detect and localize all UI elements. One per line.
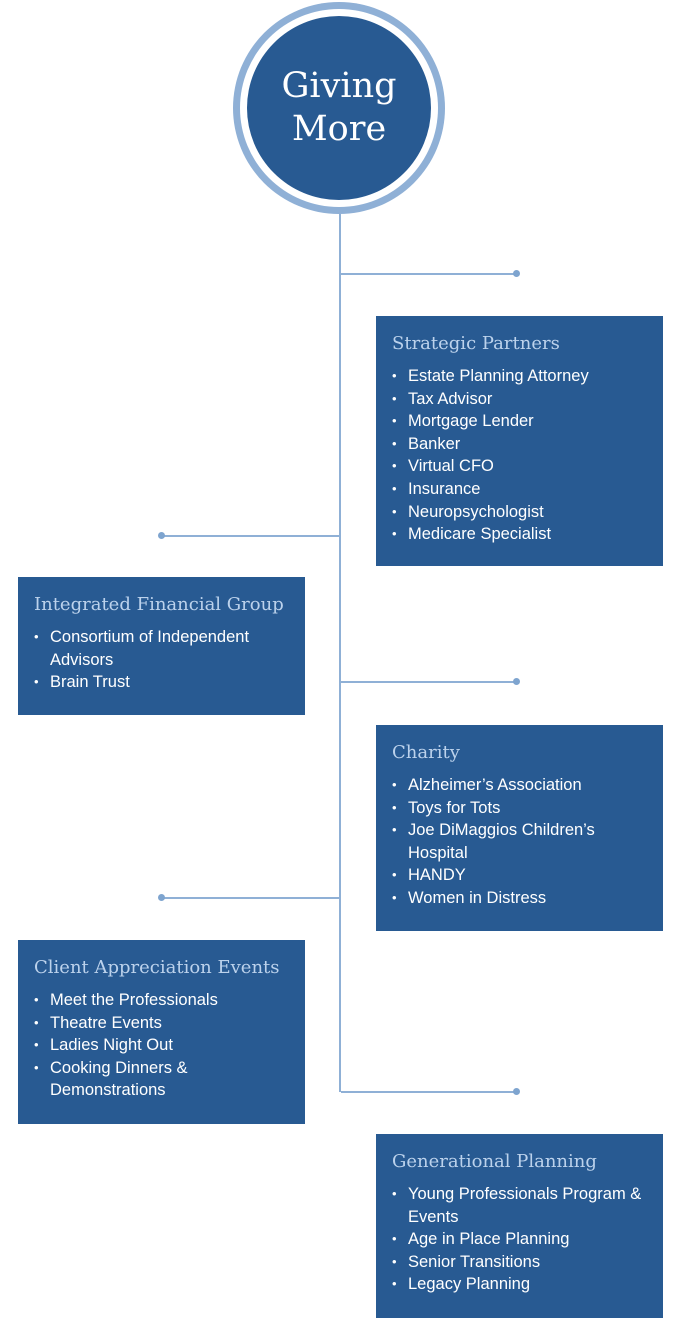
list-item: Joe DiMaggios Children’s Hospital	[392, 819, 649, 864]
connector-client-appreciation-events	[162, 897, 339, 899]
list-item: Estate Planning Attorney	[392, 365, 649, 388]
list-item: Virtual CFO	[392, 455, 649, 478]
connector-dot-strategic-partners	[513, 270, 520, 277]
box-title: Strategic Partners	[392, 333, 560, 354]
box-client-appreciation-events: Client Appreciation Events Meet the Prof…	[18, 940, 305, 1124]
item-list: Consortium of Independent Advisors Brain…	[34, 626, 291, 694]
box-charity: Charity Alzheimer’s Association Toys for…	[376, 725, 663, 931]
list-item: Age in Place Planning	[392, 1228, 649, 1251]
box-generational-planning: Generational Planning Young Professional…	[376, 1134, 663, 1318]
box-title: Charity	[392, 742, 460, 763]
box-title: Integrated Financial Group	[34, 594, 284, 615]
list-item: Women in Distress	[392, 887, 649, 910]
box-integrated-financial-group: Integrated Financial Group Consortium of…	[18, 577, 305, 715]
trunk-line	[339, 214, 341, 1092]
box-title: Generational Planning	[392, 1151, 597, 1172]
item-list: Alzheimer’s Association Toys for Tots Jo…	[392, 774, 649, 910]
box-title: Client Appreciation Events	[34, 957, 280, 978]
list-item: Tax Advisor	[392, 388, 649, 411]
list-item: Cooking Dinners & Demonstrations	[34, 1057, 291, 1102]
list-item: Banker	[392, 433, 649, 456]
connector-dot-generational-planning	[513, 1088, 520, 1095]
list-item: Theatre Events	[34, 1012, 291, 1035]
connector-dot-integrated-financial-group	[158, 532, 165, 539]
hub-circle: Giving More	[247, 16, 431, 200]
connector-dot-client-appreciation-events	[158, 894, 165, 901]
hub-title: Giving More	[281, 66, 397, 149]
list-item: Neuropsychologist	[392, 501, 649, 524]
item-list: Young Professionals Program & Events Age…	[392, 1183, 649, 1296]
connector-integrated-financial-group	[162, 535, 339, 537]
list-item: Toys for Tots	[392, 797, 649, 820]
list-item: Young Professionals Program & Events	[392, 1183, 649, 1228]
list-item: Meet the Professionals	[34, 989, 291, 1012]
list-item: HANDY	[392, 864, 649, 887]
list-item: Senior Transitions	[392, 1251, 649, 1274]
list-item: Legacy Planning	[392, 1273, 649, 1296]
connector-generational-planning	[341, 1091, 516, 1093]
connector-strategic-partners	[341, 273, 516, 275]
connector-dot-charity	[513, 678, 520, 685]
list-item: Alzheimer’s Association	[392, 774, 649, 797]
list-item: Insurance	[392, 478, 649, 501]
list-item: Ladies Night Out	[34, 1034, 291, 1057]
list-item: Consortium of Independent Advisors	[34, 626, 291, 671]
list-item: Brain Trust	[34, 671, 291, 694]
item-list: Meet the Professionals Theatre Events La…	[34, 989, 291, 1102]
box-strategic-partners: Strategic Partners Estate Planning Attor…	[376, 316, 663, 566]
list-item: Mortgage Lender	[392, 410, 649, 433]
connector-charity	[341, 681, 516, 683]
item-list: Estate Planning Attorney Tax Advisor Mor…	[392, 365, 649, 546]
list-item: Medicare Specialist	[392, 523, 649, 546]
